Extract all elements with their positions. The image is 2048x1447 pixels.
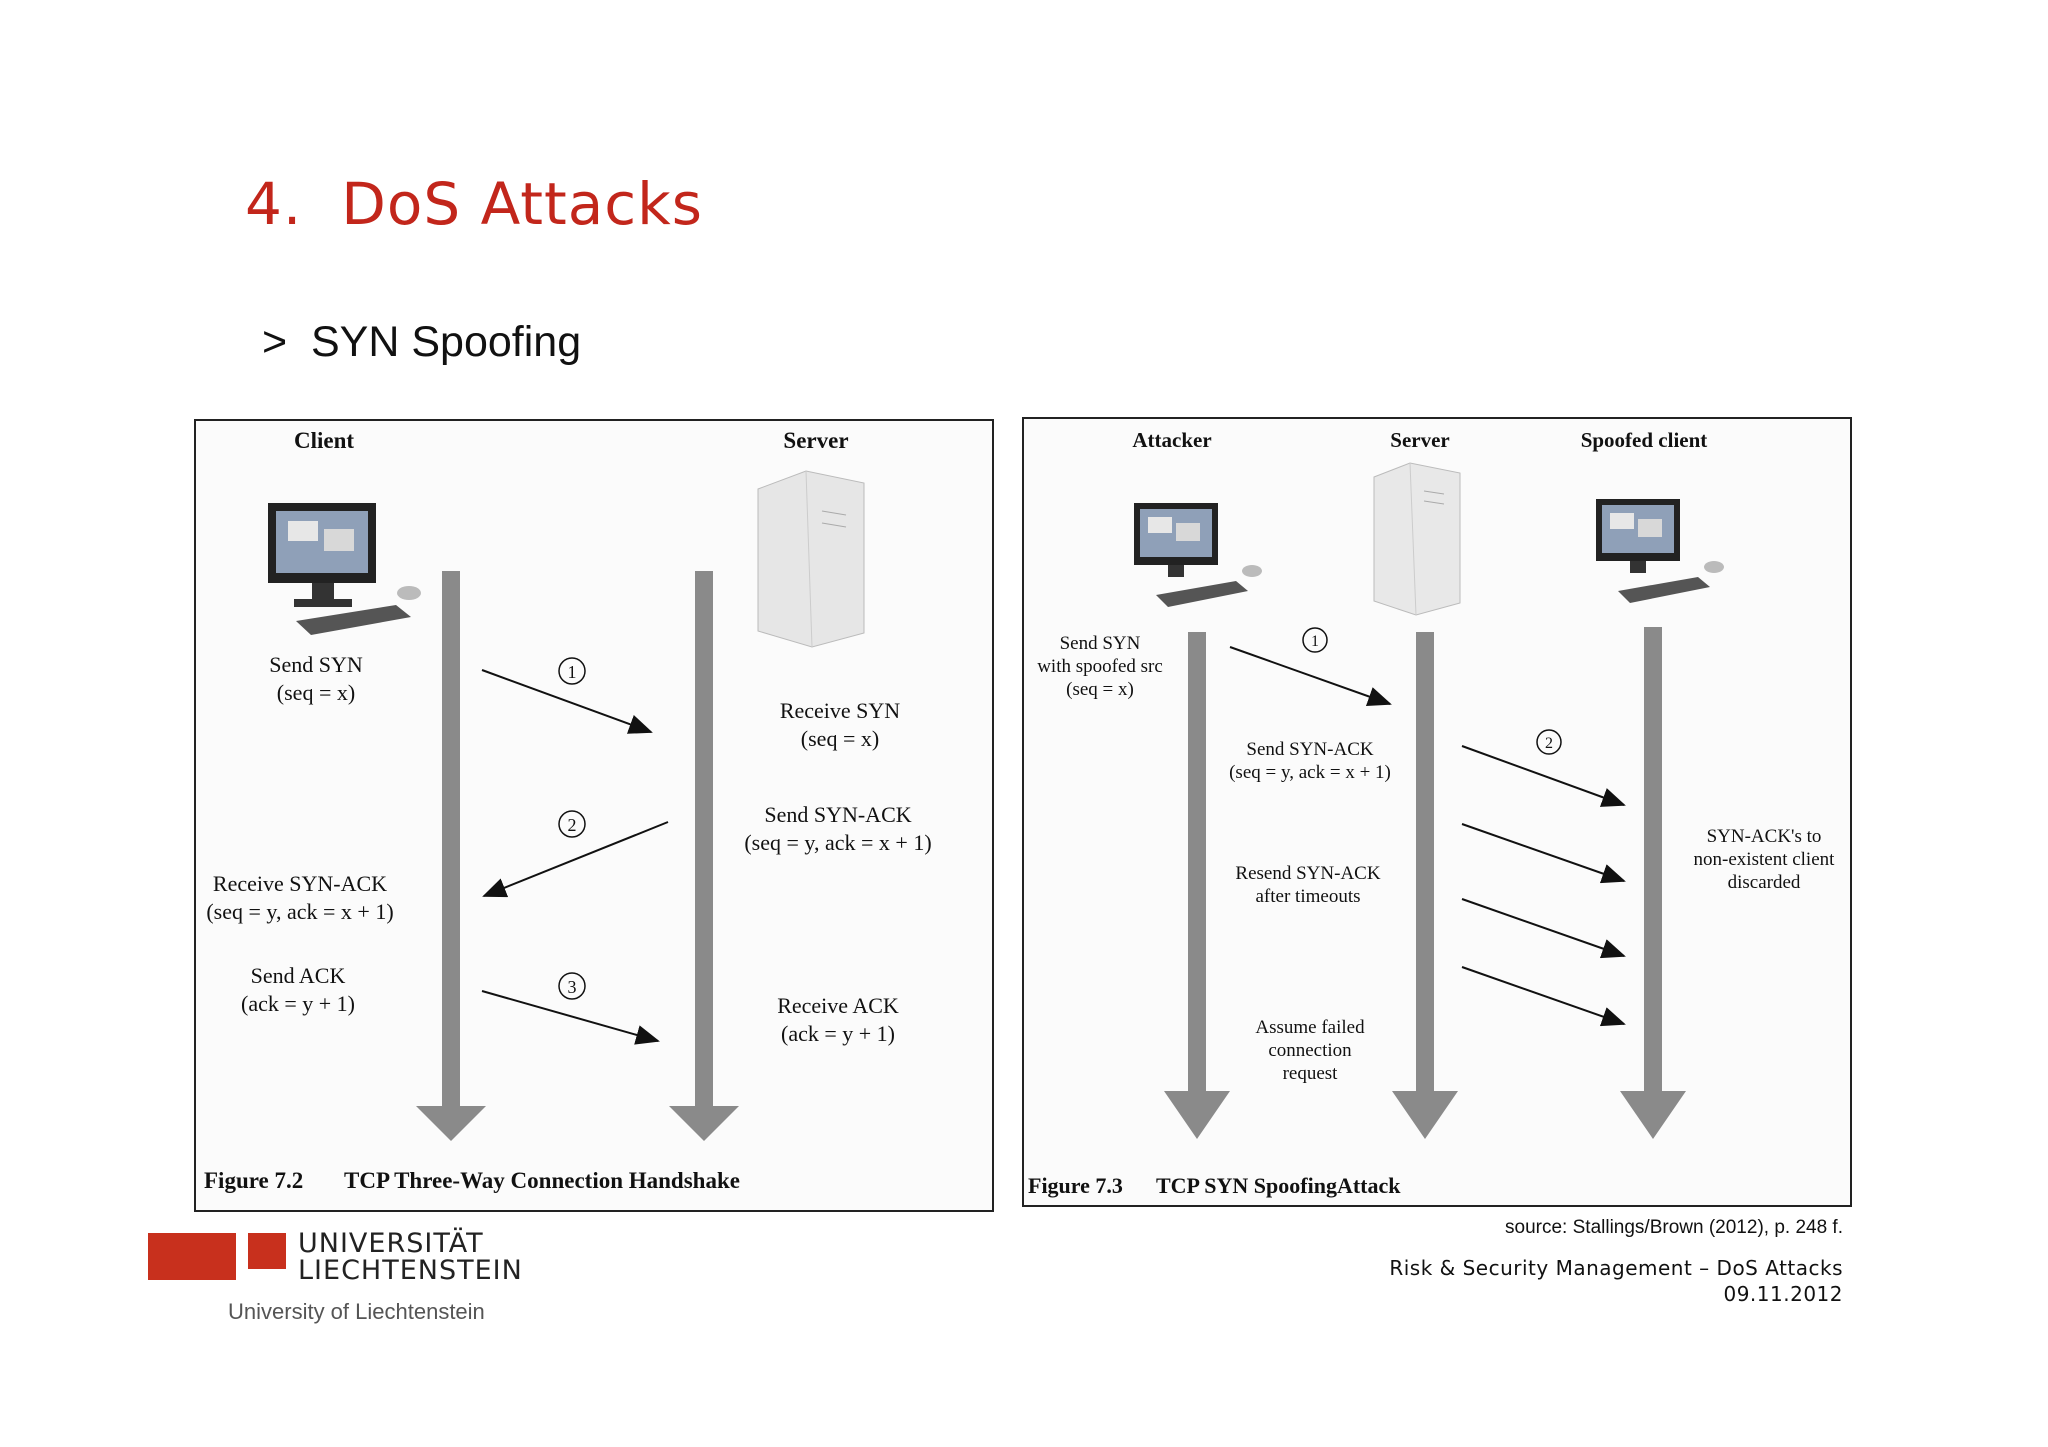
step1-number-circle [1302,627,1328,653]
step1-client-seq: (seq = x) [277,680,355,705]
figure-left-caption-number: Figure 7.2 [204,1168,303,1193]
client-lifeline [442,571,460,1116]
server-lifeline-arrowhead [1392,1091,1458,1139]
logo-subtitle: University of Liechtenstein [228,1299,485,1324]
discard-text-discarded: discarded [1728,872,1801,893]
slide-title: 4. DoS Attacks [245,170,703,238]
step1-number: 1 [568,662,577,682]
step1-text-spoofed: with spoofed src [1037,656,1163,677]
step2-number-circle [1536,729,1562,755]
discard-text-client: non-existent client [1694,849,1836,870]
server-label: Server [783,428,848,453]
step2-arrow [1461,745,1626,807]
step3-client-ack: (ack = y + 1) [241,991,355,1016]
source-citation: source: Stallings/Brown (2012), p. 248 f… [1505,1217,1843,1238]
step2-server-seq: (seq = y, ack = x + 1) [744,830,931,855]
footer-date: 09.11.2012 [1723,1282,1843,1306]
client-label: Client [294,428,354,453]
assume-failed-connection: connection [1268,1040,1352,1061]
attacker-lifeline-arrowhead [1164,1091,1230,1139]
resend-arrow [1461,966,1626,1027]
step2-arrow [482,821,669,898]
logo-red-square [248,1233,286,1269]
step1-client-text: Send SYN [269,652,363,677]
server-lifeline [1416,632,1434,1104]
step2-text: Send SYN-ACK [1246,739,1373,760]
attacker-label: Attacker [1132,428,1211,452]
step1-number-circle [558,657,586,685]
attacker-computer-icon [1134,503,1262,607]
assume-failed-text: Assume failed [1255,1017,1365,1038]
step3-number-circle [558,972,586,1000]
footer-course-title: Risk & Security Management – DoS Attacks [1389,1256,1843,1280]
figure-three-way-handshake: Client Server Send SYN (seq = x) 1 Recei… [194,419,994,1212]
bullet-syn-spoofing: > SYN Spoofing [262,318,582,366]
step3-client-text: Send ACK [251,963,346,988]
step2-number: 2 [1545,735,1553,752]
resend-text-timeouts: after timeouts [1256,886,1361,907]
discard-text: SYN-ACK's to [1707,826,1822,847]
step1-number: 1 [1311,633,1319,650]
server-tower-icon [757,470,865,648]
server-lifeline-arrowhead [669,1106,739,1141]
spoofed-client-computer-icon [1596,499,1724,603]
figure-right-caption-title: TCP SYN SpoofingAttack [1156,1173,1401,1198]
step3-number: 3 [568,977,577,997]
resend-arrow [1461,823,1626,884]
server-tower-icon [1373,462,1461,616]
step2-number: 2 [568,815,577,835]
handshake-diagram: Client Server Send SYN (seq = x) 1 Recei… [204,428,932,1193]
assume-failed-request: request [1283,1063,1339,1084]
client-lifeline-arrowhead [416,1106,486,1141]
step2-server-text: Send SYN-ACK [764,802,911,827]
figure-right-caption-number: Figure 7.3 [1028,1173,1123,1198]
resend-text: Resend SYN-ACK [1235,863,1380,884]
step1-arrow [481,669,653,734]
step1-server-seq: (seq = x) [801,726,879,751]
spoofed-client-lifeline [1644,627,1662,1104]
spoofing-diagram: Attacker Server Spoofed client Send SYN … [1028,428,1836,1198]
figure-left-caption-title: TCP Three-Way Connection Handshake [344,1168,740,1193]
step3-arrow [481,990,660,1045]
step1-text: Send SYN [1060,633,1141,654]
attacker-lifeline [1188,632,1206,1104]
step1-server-text: Receive SYN [780,698,900,723]
step3-server-ack: (ack = y + 1) [781,1021,895,1046]
client-computer-icon [268,503,421,635]
logo-text-liechtenstein: LIECHTENSTEIN [298,1255,523,1286]
spoofed-client-lifeline-arrowhead [1620,1091,1686,1139]
logo-red-bar [148,1233,236,1280]
step2-number-circle [558,810,586,838]
resend-arrow [1461,898,1626,959]
step2-client-seq: (seq = y, ack = x + 1) [206,899,393,924]
spoofed-client-label: Spoofed client [1581,428,1708,452]
step2-text-seq: (seq = y, ack = x + 1) [1229,762,1391,783]
step3-server-text: Receive ACK [777,993,899,1018]
server-lifeline [695,571,713,1116]
step2-client-text: Receive SYN-ACK [213,871,387,896]
step1-arrow [1229,646,1392,707]
step1-text-seq: (seq = x) [1066,679,1134,700]
logo-text-universitaet: UNIVERSITÄT [298,1228,484,1259]
figure-syn-spoofing-attack: Attacker Server Spoofed client Send SYN … [1022,417,1852,1207]
server-label: Server [1390,428,1449,452]
